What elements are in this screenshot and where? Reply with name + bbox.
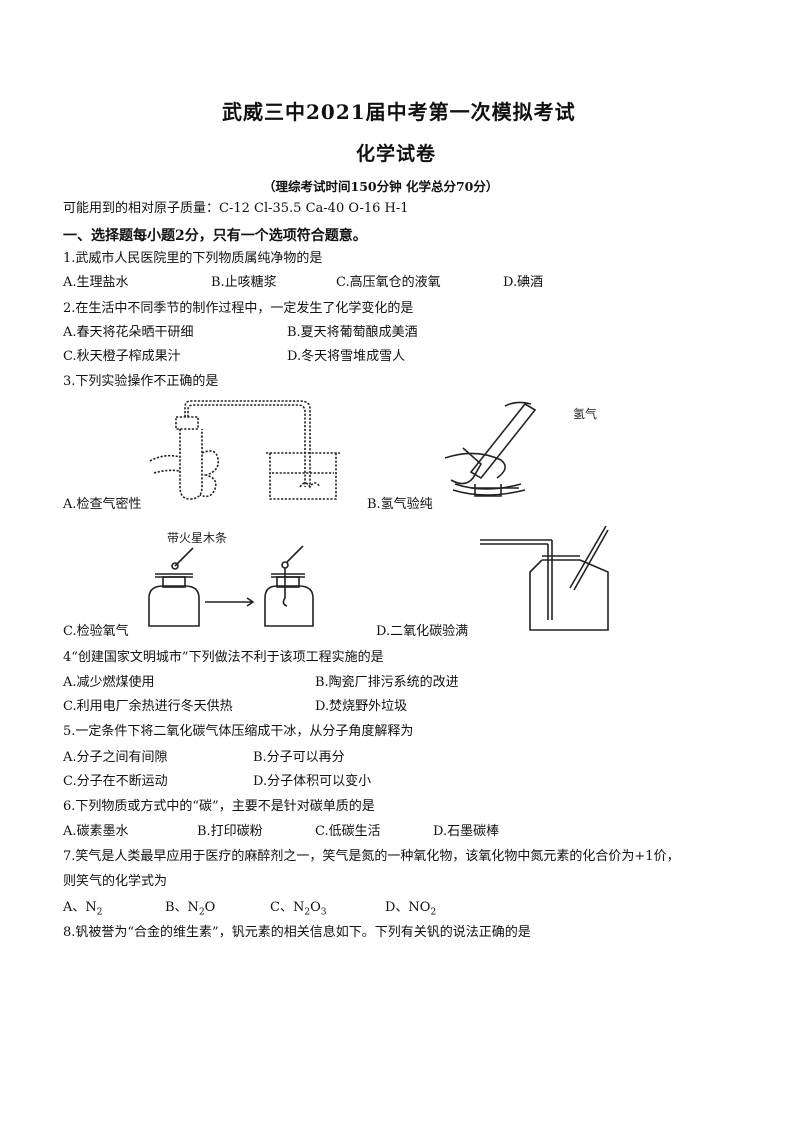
q1-option-c: C.高压氧仓的液氧 (336, 275, 441, 290)
q4-option-d: D.焚烧野外垃圾 (315, 699, 408, 714)
q2-stem: 2.在生活中不同季节的制作过程中，一定发生了化学变化的是 (63, 301, 414, 316)
figure-co2-full-check (480, 525, 609, 631)
q7-option-a: A、N2 (63, 900, 103, 918)
q6-option-a: A.碳素墨水 (63, 824, 129, 839)
subject-title: 化学试卷 (356, 143, 437, 165)
section-heading: 一、选择题每小题2分，只有一个选项符合题意。 (63, 228, 367, 244)
q4-option-b: B.陶瓷厂排污系统的改进 (315, 675, 459, 690)
fig-b-label: 氢气 (573, 406, 597, 421)
q2-option-d: D.冬天将雪堆成雪人 (287, 349, 406, 364)
q5-option-b: B.分子可以再分 (253, 750, 345, 765)
q2-option-c: C.秋天橙子榨成果汁 (63, 349, 181, 364)
q3-stem: 3.下列实验操作不正确的是 (63, 374, 219, 389)
exam-info: （理综考试时间150分钟 化学总分70分） (263, 179, 499, 194)
q4-option-a: A.减少燃煤使用 (63, 675, 155, 690)
q5-option-c: C.分子在不断运动 (63, 774, 168, 789)
q6-option-b: B.打印碳粉 (197, 824, 263, 839)
q1-option-d: D.碘酒 (503, 275, 544, 290)
figure-hydrogen-purity: 氢气 (444, 401, 597, 497)
q2-option-a: A.春天将花朵晒干研细 (63, 325, 194, 340)
q7-option-b: B、N2O (165, 900, 216, 918)
q1-stem: 1.武威市人民医院里的下列物质属纯净物的是 (63, 251, 323, 266)
q2-option-b: B.夏天将葡萄酿成美酒 (287, 325, 418, 340)
q8-stem: 8.钒被誉为“合金的维生素”，钒元素的相关信息如下。下列有关钒的说法正确的是 (63, 925, 531, 940)
atomic-masses: 可能用到的相对原子质量：C-12 Cl-35.5 Ca-40 O-16 H-1 (63, 201, 409, 216)
q5-option-a: A.分子之间有间隙 (63, 750, 168, 765)
q4-stem: 4“创建国家文明城市”下列做法不利于该项工程实施的是 (63, 650, 384, 665)
q1-option-b: B.止咳糖浆 (211, 275, 277, 290)
q4-option-c: C.利用电厂余热进行冬天供热 (63, 699, 233, 714)
exam-title: 武威三中2021届中考第一次模拟考试 (222, 100, 576, 124)
q6-option-c: C.低碳生活 (315, 824, 381, 839)
q1-option-a: A.生理盐水 (63, 275, 129, 290)
q6-stem: 6.下列物质或方式中的“碳”，主要不是针对碳单质的是 (63, 799, 375, 814)
figure-airtightness-check (149, 400, 340, 500)
q7-option-c: C、N2O3 (270, 900, 327, 918)
q3-option-c: C.检验氧气 (63, 624, 129, 639)
q6-option-d: D.石墨碳棒 (433, 824, 500, 839)
q7-stem-line1: 7.笑气是人类最早应用于医疗的麻醉剂之一，笑气是氮的一种氧化物，该氧化物中氮元素… (63, 849, 680, 864)
fig-c-label: 带火星木条 (167, 531, 227, 545)
q3-option-a: A.检查气密性 (63, 497, 142, 512)
q7-stem-line2: 则笑气的化学式为 (63, 874, 168, 889)
q7-option-d: D、NO2 (385, 900, 437, 918)
q3-option-d: D.二氧化碳验满 (376, 624, 469, 639)
q5-stem: 5.一定条件下将二氧化碳气体压缩成干冰，从分子角度解释为 (63, 724, 414, 739)
figure-oxygen-test: 带火星木条 (148, 531, 314, 627)
q3-option-b: B.氢气验纯 (367, 497, 433, 512)
q5-option-d: D.分子体积可以变小 (253, 774, 372, 789)
